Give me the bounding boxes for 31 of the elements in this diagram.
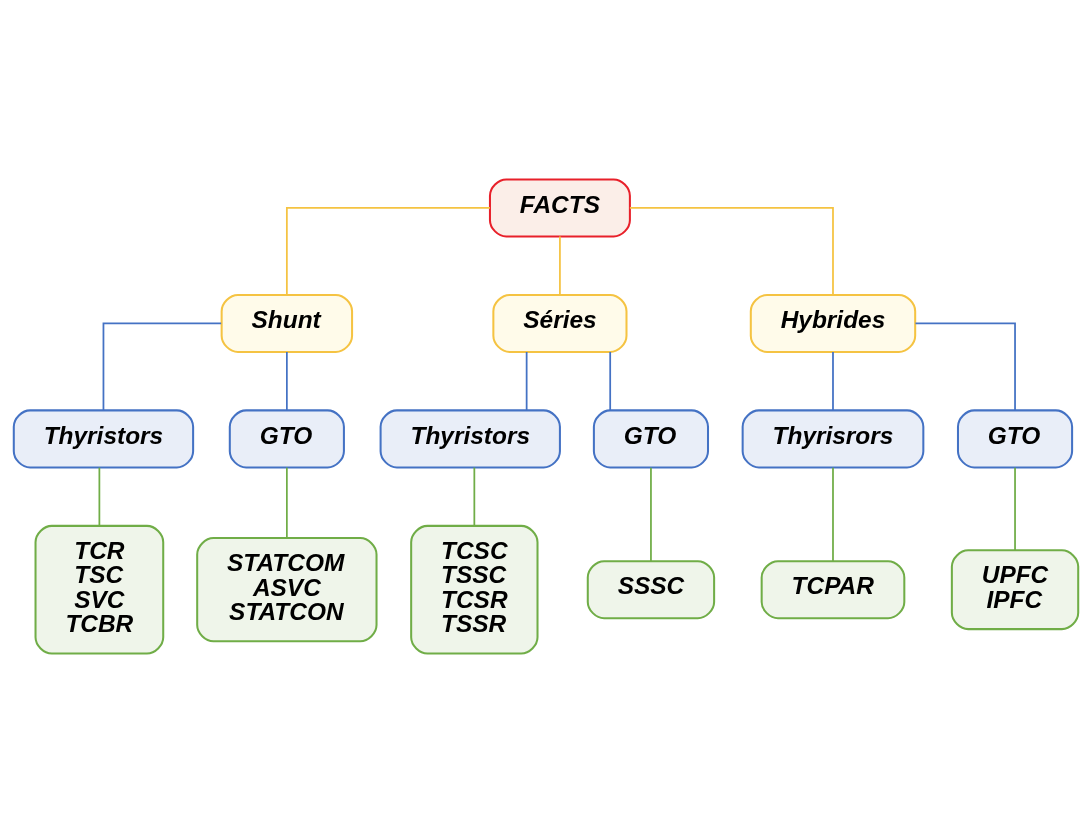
node-box: TCR TSC SVC TCBR [34, 524, 165, 655]
node-box: TCSC TSSC TCSR TSSR [410, 524, 539, 655]
connector [1014, 466, 1016, 551]
connector [285, 466, 288, 539]
connector [629, 206, 834, 296]
node-box: Shunt [220, 293, 354, 353]
connector [285, 350, 288, 411]
connector [832, 466, 834, 562]
node-box: SSSC [586, 559, 716, 619]
node-box: Séries [492, 293, 628, 353]
connector [473, 466, 476, 526]
node-box: Thyrisrors [741, 408, 925, 468]
node-box: STATCOM ASVC STATCON [196, 536, 378, 642]
node-box: GTO [592, 408, 710, 468]
connector [559, 235, 561, 296]
node-box: Thyristors [12, 408, 195, 468]
connector [914, 322, 1016, 411]
connector [285, 206, 491, 296]
connector [650, 466, 652, 562]
connector [525, 350, 528, 411]
node-box: GTO [956, 408, 1074, 468]
node-box: GTO [228, 408, 345, 468]
connector [98, 466, 101, 526]
node-box: Hybrides [749, 293, 917, 353]
node-box: UPFC IPFC [950, 548, 1080, 630]
connector [832, 350, 834, 411]
connector [609, 350, 612, 411]
node-box: FACTS [488, 177, 631, 237]
connector [102, 322, 223, 411]
node-box: Thyristors [379, 408, 561, 468]
node-box: TCPAR [760, 559, 906, 619]
